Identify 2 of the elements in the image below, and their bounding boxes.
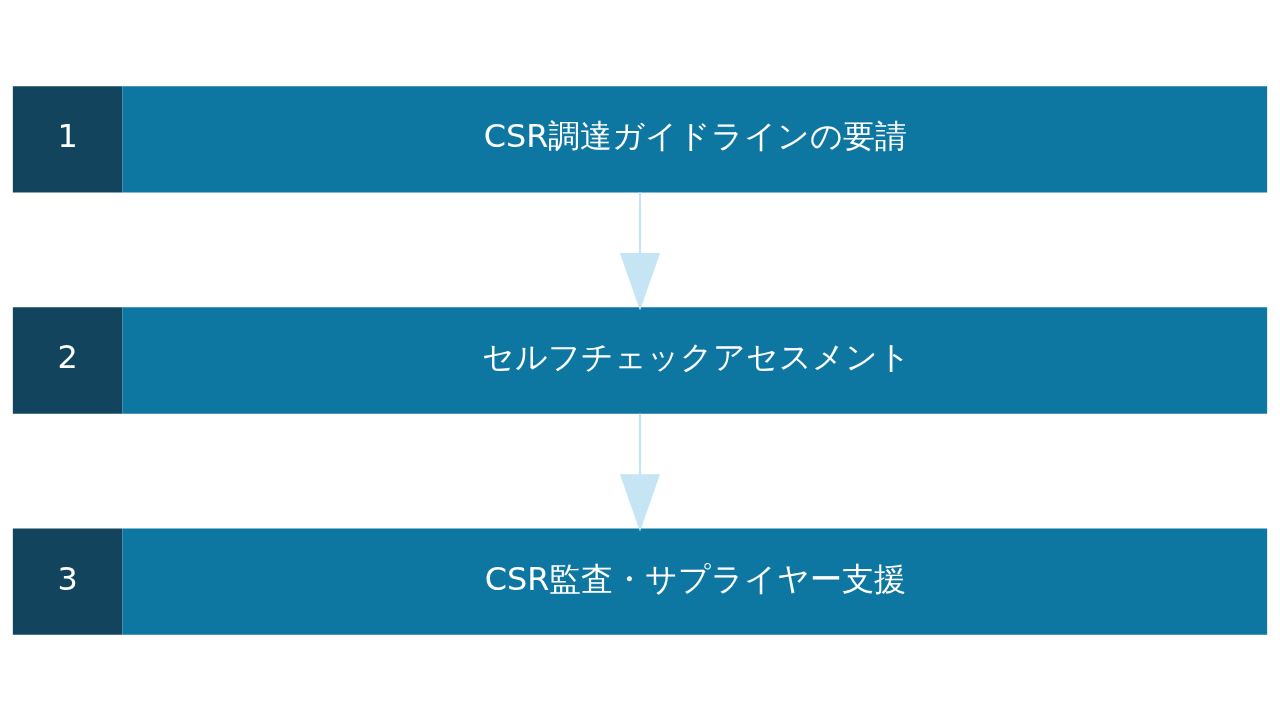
arrow <box>619 192 661 310</box>
arrow <box>619 413 661 532</box>
